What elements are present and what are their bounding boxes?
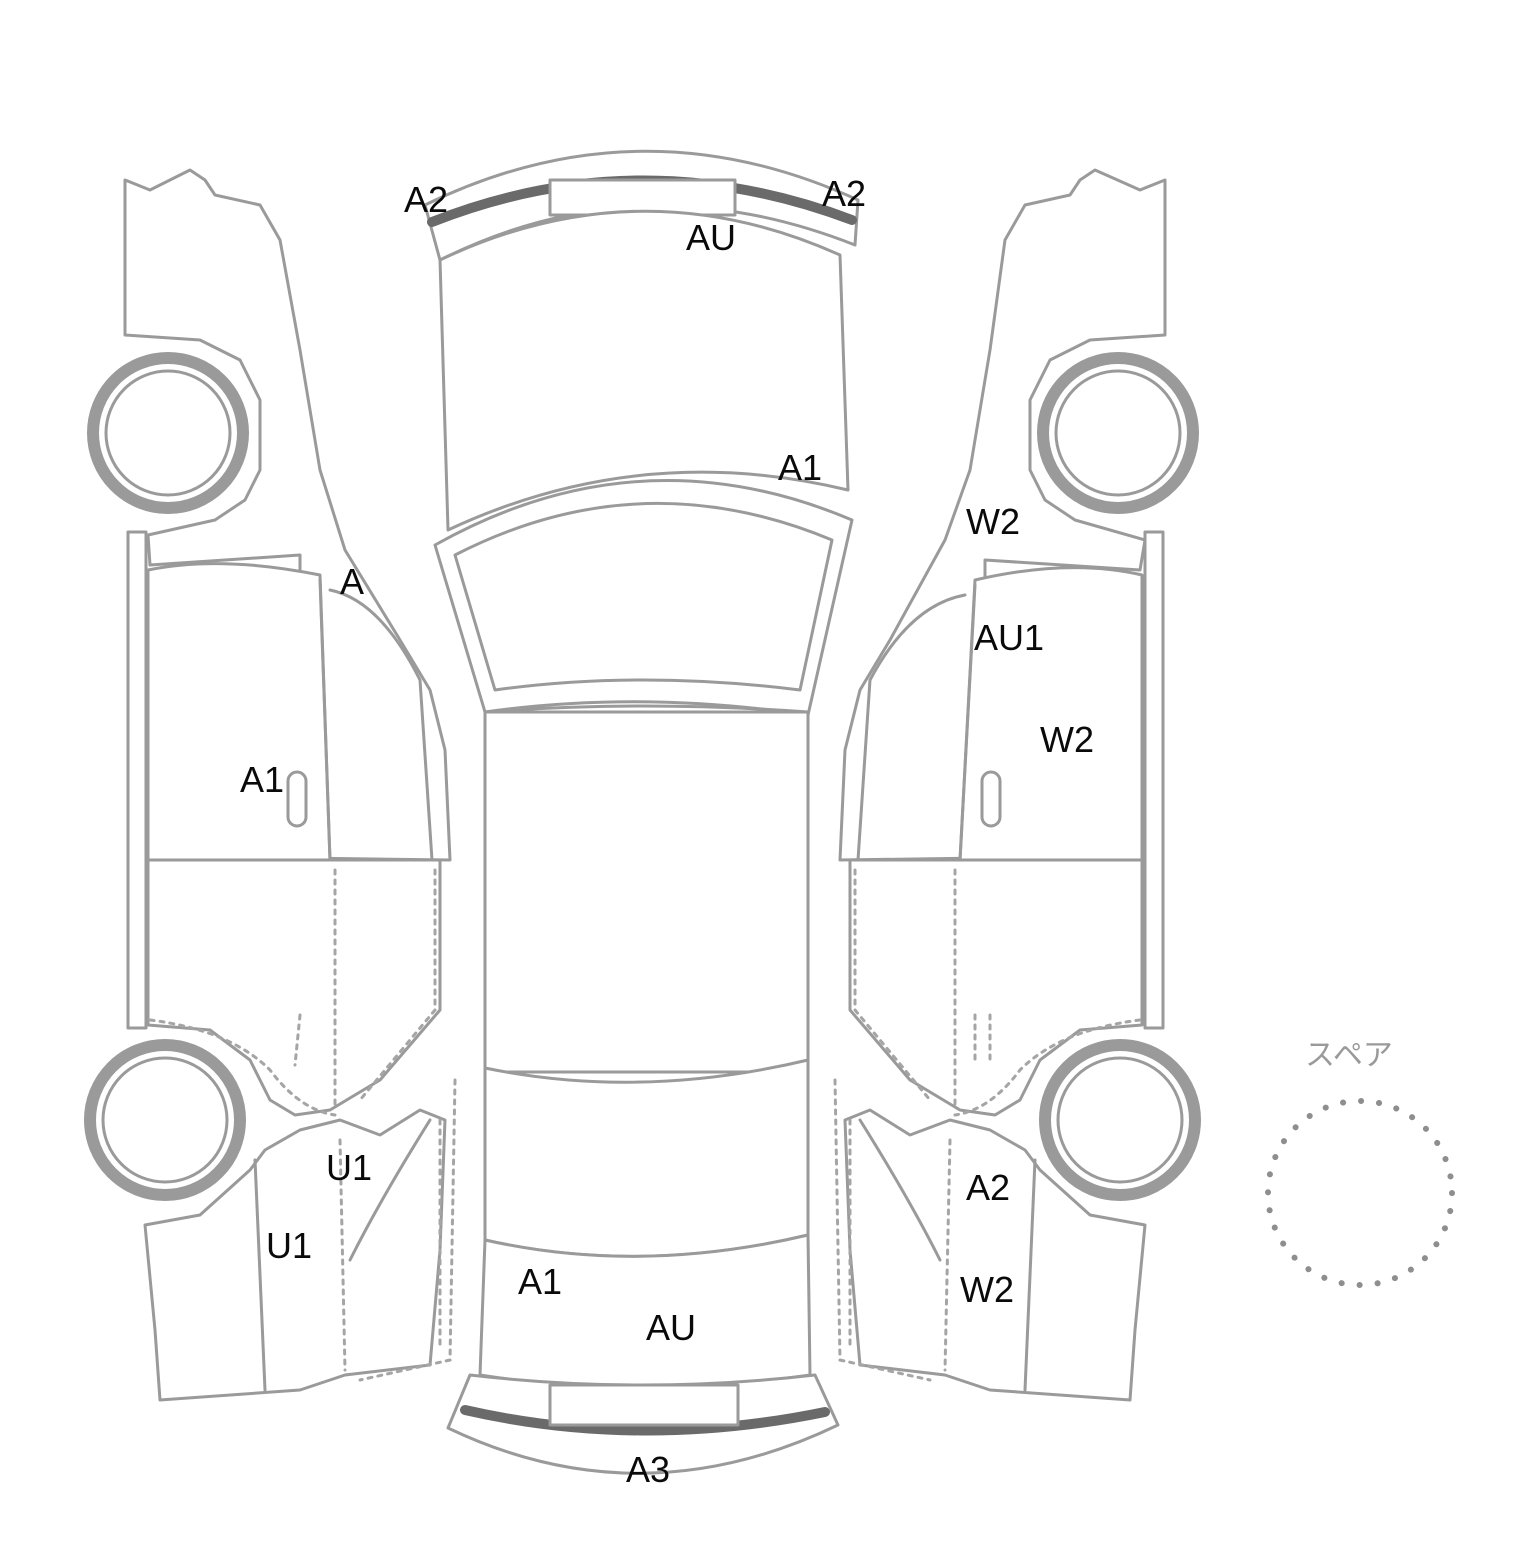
damage-code-left-rear-bumper-side: U1 bbox=[266, 1225, 312, 1266]
spare-tire: スペア bbox=[1265, 1038, 1455, 1288]
left-side-view bbox=[84, 168, 457, 1402]
damage-code-left-front-fender: A bbox=[340, 561, 364, 602]
damage-code-labels: A2 A2 AU A1 A A1 U1 U1 W2 AU1 W2 A2 W2 A… bbox=[240, 173, 1094, 1490]
damage-code-tailgate-center: AU bbox=[646, 1307, 696, 1348]
damage-code-left-rear-quarter: U1 bbox=[326, 1147, 372, 1188]
right-side-view bbox=[833, 168, 1201, 1402]
damage-code-hood-right: A1 bbox=[778, 447, 822, 488]
damage-code-left-front-door: A1 bbox=[240, 759, 284, 800]
damage-code-right-rear-bumper-side: W2 bbox=[960, 1269, 1014, 1310]
damage-code-front-bumper-center: AU bbox=[686, 217, 736, 258]
damage-code-right-rear-quarter: A2 bbox=[966, 1167, 1010, 1208]
damage-code-front-bumper-left: A2 bbox=[404, 179, 448, 220]
spare-label: スペア bbox=[1305, 1038, 1393, 1073]
spare-tire-circle bbox=[1265, 1098, 1455, 1288]
damage-code-right-front-door: W2 bbox=[1040, 719, 1094, 760]
damage-code-front-bumper-right: A2 bbox=[822, 173, 866, 214]
damage-code-right-front-door-upper: AU1 bbox=[974, 617, 1044, 658]
damage-code-tailgate-left: A1 bbox=[518, 1261, 562, 1302]
top-view bbox=[423, 149, 860, 1475]
damage-code-rear-bumper: A3 bbox=[626, 1449, 670, 1490]
damage-code-right-front-fender: W2 bbox=[966, 501, 1020, 542]
